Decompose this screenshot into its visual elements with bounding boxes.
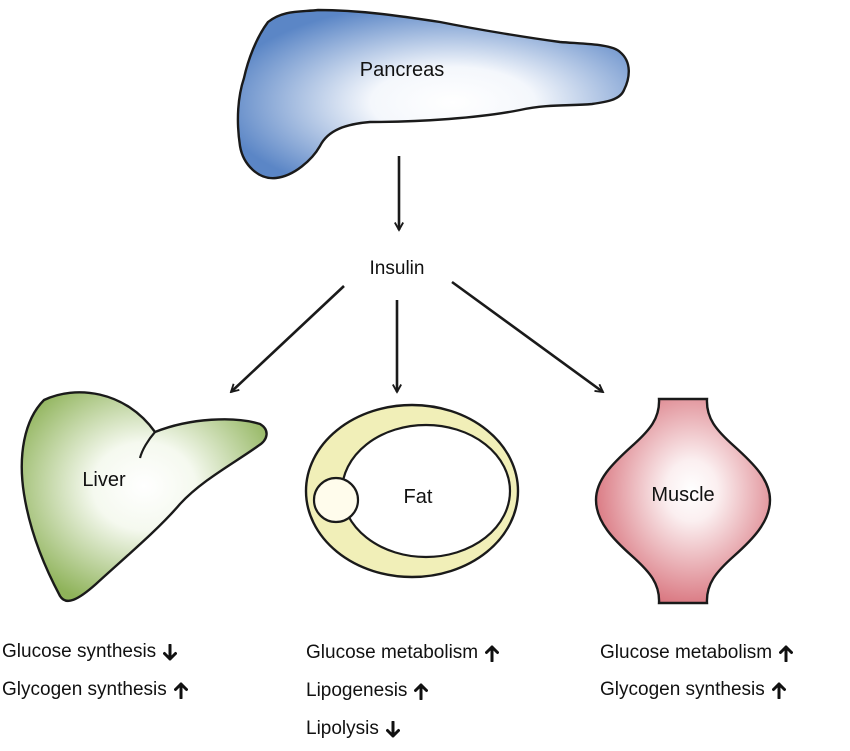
arrow-up-icon	[485, 645, 500, 662]
arrow-down-icon	[163, 643, 178, 660]
liver-effects: Glucose synthesis Glycogen synthesis	[2, 641, 188, 717]
pancreas-label: Pancreas	[360, 59, 445, 81]
effect-text: Glucose metabolism	[306, 642, 479, 663]
fat-effect-glucose-metabolism: Glucose metabolism	[306, 642, 500, 664]
muscle-effects: Glucose metabolism Glycogen synthesis	[600, 642, 794, 716]
effect-text: Lipolysis	[306, 718, 379, 739]
fat-cell-nucleus	[312, 476, 360, 524]
muscle-effect-glucose-metabolism: Glucose metabolism	[600, 642, 794, 664]
effect-text: Glycogen synthesis	[600, 679, 765, 700]
fat-cell: Fat	[304, 403, 520, 579]
fat-effects: Glucose metabolism Lipogenesis Lipolysis	[306, 642, 500, 751]
muscle-organ: Muscle	[594, 397, 772, 605]
arrow-up-icon	[414, 683, 429, 700]
arrow-up-icon	[771, 682, 786, 699]
arrow-insulin-to-liver	[231, 285, 345, 392]
arrow-insulin-to-muscle	[451, 280, 603, 392]
fat-label: Fat	[404, 486, 433, 508]
liver-label: Liver	[82, 469, 126, 491]
muscle-effect-glycogen-synthesis: Glycogen synthesis	[600, 679, 793, 701]
liver-shape	[20, 391, 268, 603]
arrow-down-icon	[385, 720, 400, 737]
arrow-up-icon	[779, 645, 794, 662]
effect-text: Glucose synthesis	[2, 641, 157, 662]
liver-effect-glucose-synthesis: Glucose synthesis	[2, 641, 188, 663]
liver-effect-glycogen-synthesis: Glycogen synthesis	[2, 679, 188, 701]
effect-text: Lipogenesis	[306, 680, 408, 701]
fat-effect-lipolysis: Lipolysis	[306, 718, 499, 740]
liver-lobe-line	[138, 431, 156, 459]
effect-text: Glucose metabolism	[600, 642, 773, 663]
muscle-shape	[594, 397, 772, 605]
fat-effect-lipogenesis: Lipogenesis	[306, 680, 499, 702]
effect-text: Glycogen synthesis	[2, 679, 167, 700]
muscle-label: Muscle	[651, 484, 714, 506]
pancreas-shape	[236, 8, 630, 180]
arrow-up-icon	[173, 682, 188, 699]
pancreas-organ: Pancreas	[236, 8, 630, 180]
liver-organ: Liver	[20, 391, 268, 603]
insulin-label: Insulin	[370, 258, 425, 279]
